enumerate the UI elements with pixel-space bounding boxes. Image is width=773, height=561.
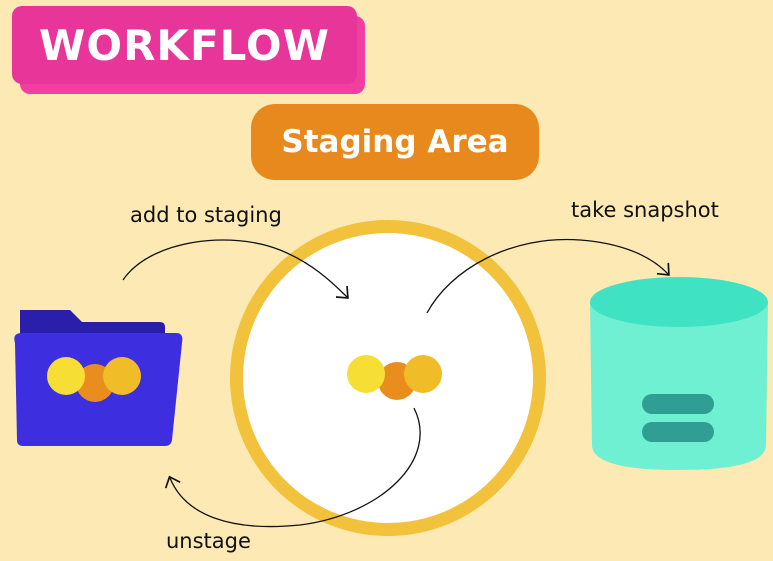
- database-icon: [590, 277, 768, 470]
- staging-area-pill: Staging Area: [251, 104, 539, 180]
- staging-area-label: Staging Area: [281, 124, 509, 160]
- workflow-title: WORKFLOW: [12, 6, 367, 96]
- database-bar-top: [642, 394, 714, 414]
- title-text: WORKFLOW: [39, 20, 330, 70]
- unstage-arrow: [164, 407, 421, 528]
- database-bar-bottom: [642, 422, 714, 442]
- add-to-staging-label: add to staging: [130, 203, 282, 227]
- take-snapshot-label: take snapshot: [571, 198, 719, 222]
- staging-dots-icon: [347, 355, 442, 400]
- title-box: WORKFLOW: [12, 6, 357, 84]
- take-snapshot-arrow: [426, 238, 670, 314]
- folder-icon: [14, 310, 183, 446]
- staging-circle-icon: [230, 220, 546, 536]
- folder-dots-icon: [47, 357, 141, 402]
- unstage-label: unstage: [166, 529, 251, 553]
- add-to-staging-arrow: [122, 239, 349, 299]
